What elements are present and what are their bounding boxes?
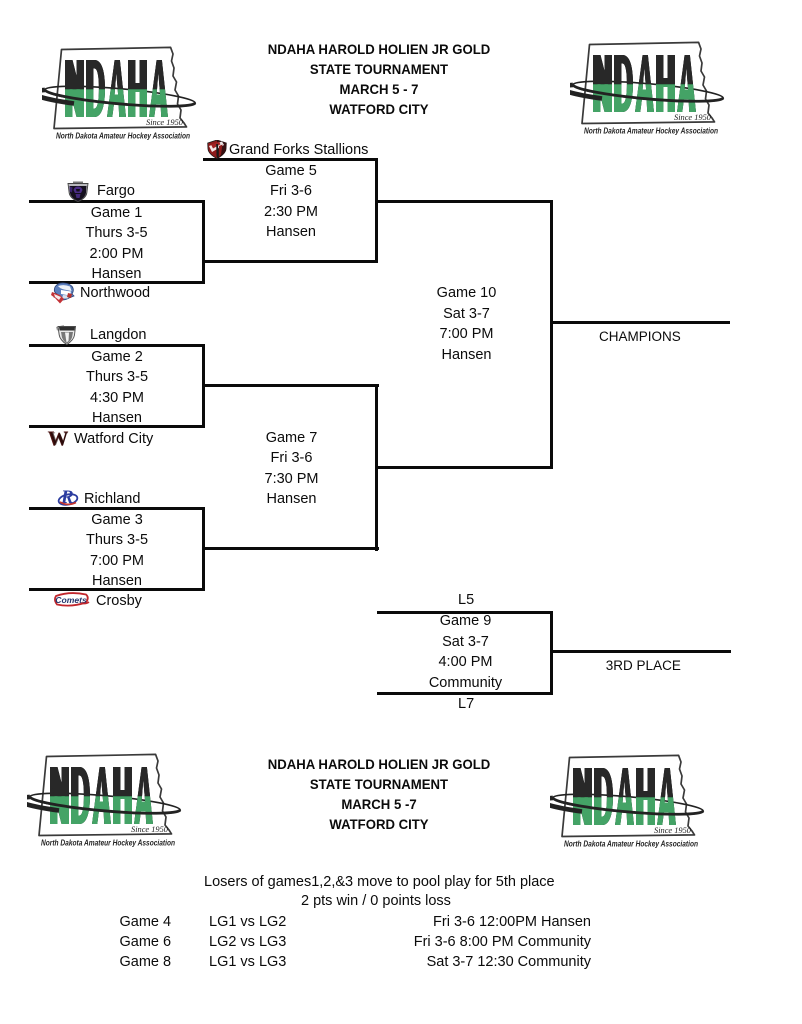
svg-text:W: W xyxy=(48,429,69,449)
svg-text:W: W xyxy=(49,429,68,449)
svg-text:Comets: Comets xyxy=(55,595,87,605)
